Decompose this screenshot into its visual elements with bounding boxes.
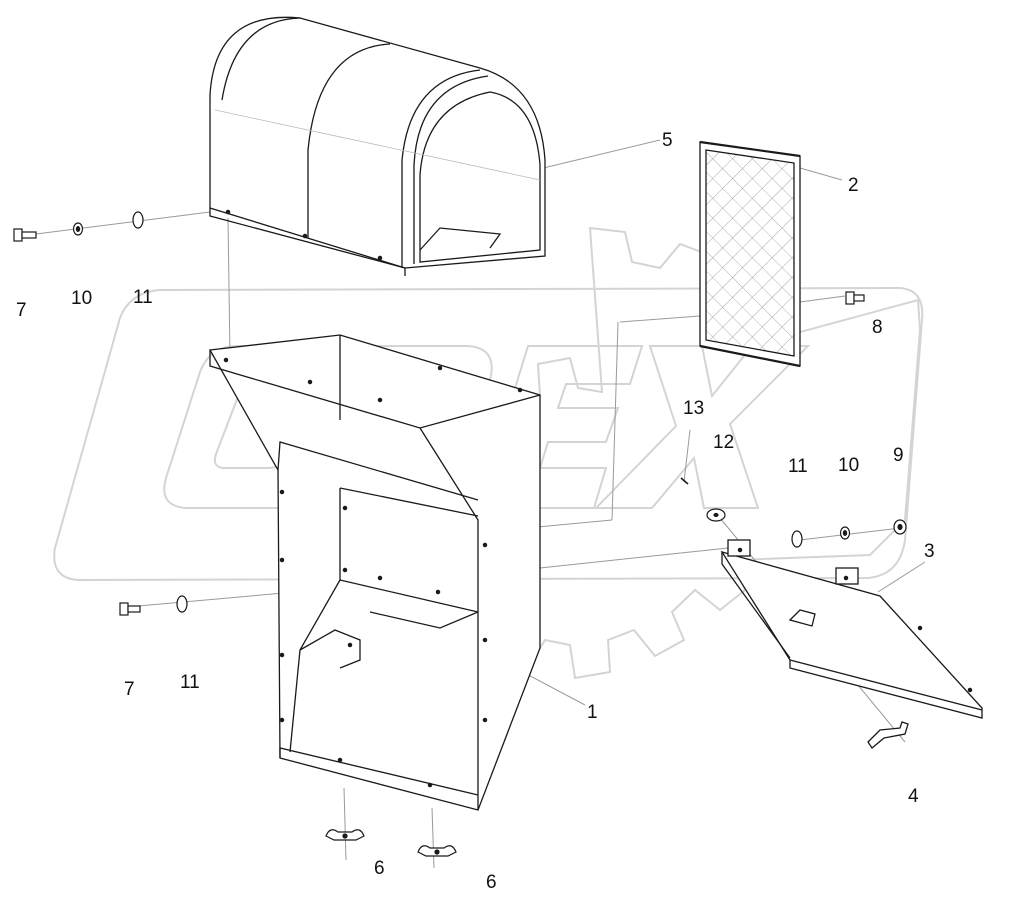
callout-1: 1: [587, 702, 598, 723]
callout-labels: 1 2 3 4 5 6 6 7 7 8 9 10 10 11 11 11 12 …: [16, 130, 935, 893]
callout-6-right: 6: [486, 872, 497, 893]
part-5-arched-cover: [209, 16, 546, 276]
nut-10-upper: [72, 222, 84, 236]
washer-12: [706, 508, 726, 522]
fasteners: [13, 211, 907, 857]
bolt-7-lower: [119, 602, 141, 616]
nut-9: [893, 519, 907, 535]
callout-10-upper: 10: [71, 288, 92, 309]
callout-10-lid: 10: [838, 455, 859, 476]
washer-11-upper: [132, 211, 144, 229]
callout-2: 2: [848, 175, 859, 196]
watermark-letter-e: [476, 345, 644, 509]
watermark-frame: [53, 286, 924, 582]
callout-11-lid: 11: [788, 456, 808, 477]
callout-4: 4: [908, 786, 919, 807]
callout-12: 12: [713, 432, 734, 453]
washer-11-lid: [791, 530, 803, 548]
bolt-7-upper: [13, 228, 37, 242]
callout-9: 9: [893, 445, 904, 466]
watermark-letter-x: [593, 345, 811, 509]
callout-5: 5: [662, 130, 673, 151]
callout-7-upper: 7: [16, 300, 27, 321]
washer-11-lower: [176, 595, 188, 613]
part-1-housing: [208, 334, 541, 811]
callout-11-upper: 11: [133, 287, 153, 308]
callout-11-lower: 11: [180, 672, 200, 693]
part-2-mesh-filter: [699, 140, 801, 368]
part-4-handle: [867, 721, 909, 749]
part-3-hinged-lid: [720, 539, 983, 719]
callout-13: 13: [683, 398, 704, 419]
callout-8: 8: [872, 317, 883, 338]
bolt-8: [845, 291, 865, 305]
callout-7-lower: 7: [124, 679, 135, 700]
wing-nut-6-right: [417, 845, 457, 857]
callout-6-left: 6: [374, 858, 385, 879]
pin-13: [680, 477, 689, 485]
callout-3: 3: [924, 541, 935, 562]
wing-nut-6-left: [325, 829, 365, 841]
nut-10-lid: [839, 526, 851, 540]
